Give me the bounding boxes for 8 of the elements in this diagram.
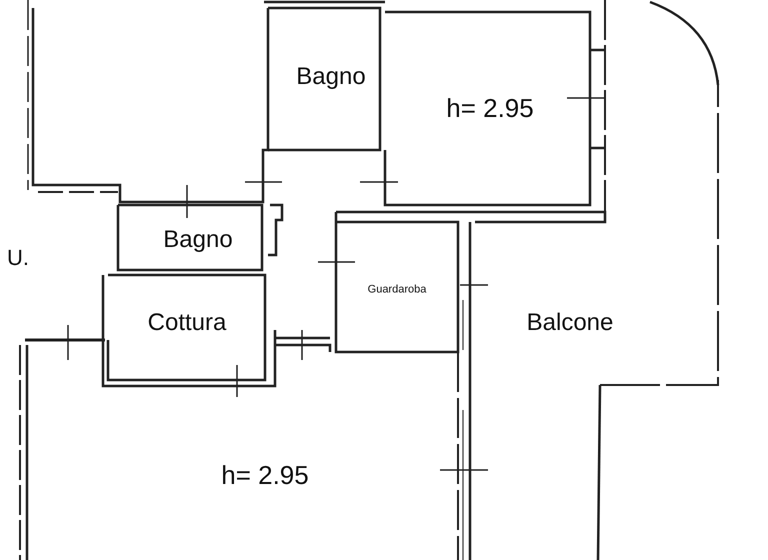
ceiling-height-label: h= 2.95 [446, 95, 534, 121]
room-label: Balcone [526, 311, 614, 335]
room-label: Guardaroba [368, 284, 426, 296]
room-label: Bagno [296, 65, 366, 89]
room-label: U. [7, 247, 29, 269]
room-label: Cottura [148, 311, 226, 335]
room-label: Bagno [163, 228, 233, 252]
ceiling-height-label: h= 2.95 [221, 462, 309, 488]
